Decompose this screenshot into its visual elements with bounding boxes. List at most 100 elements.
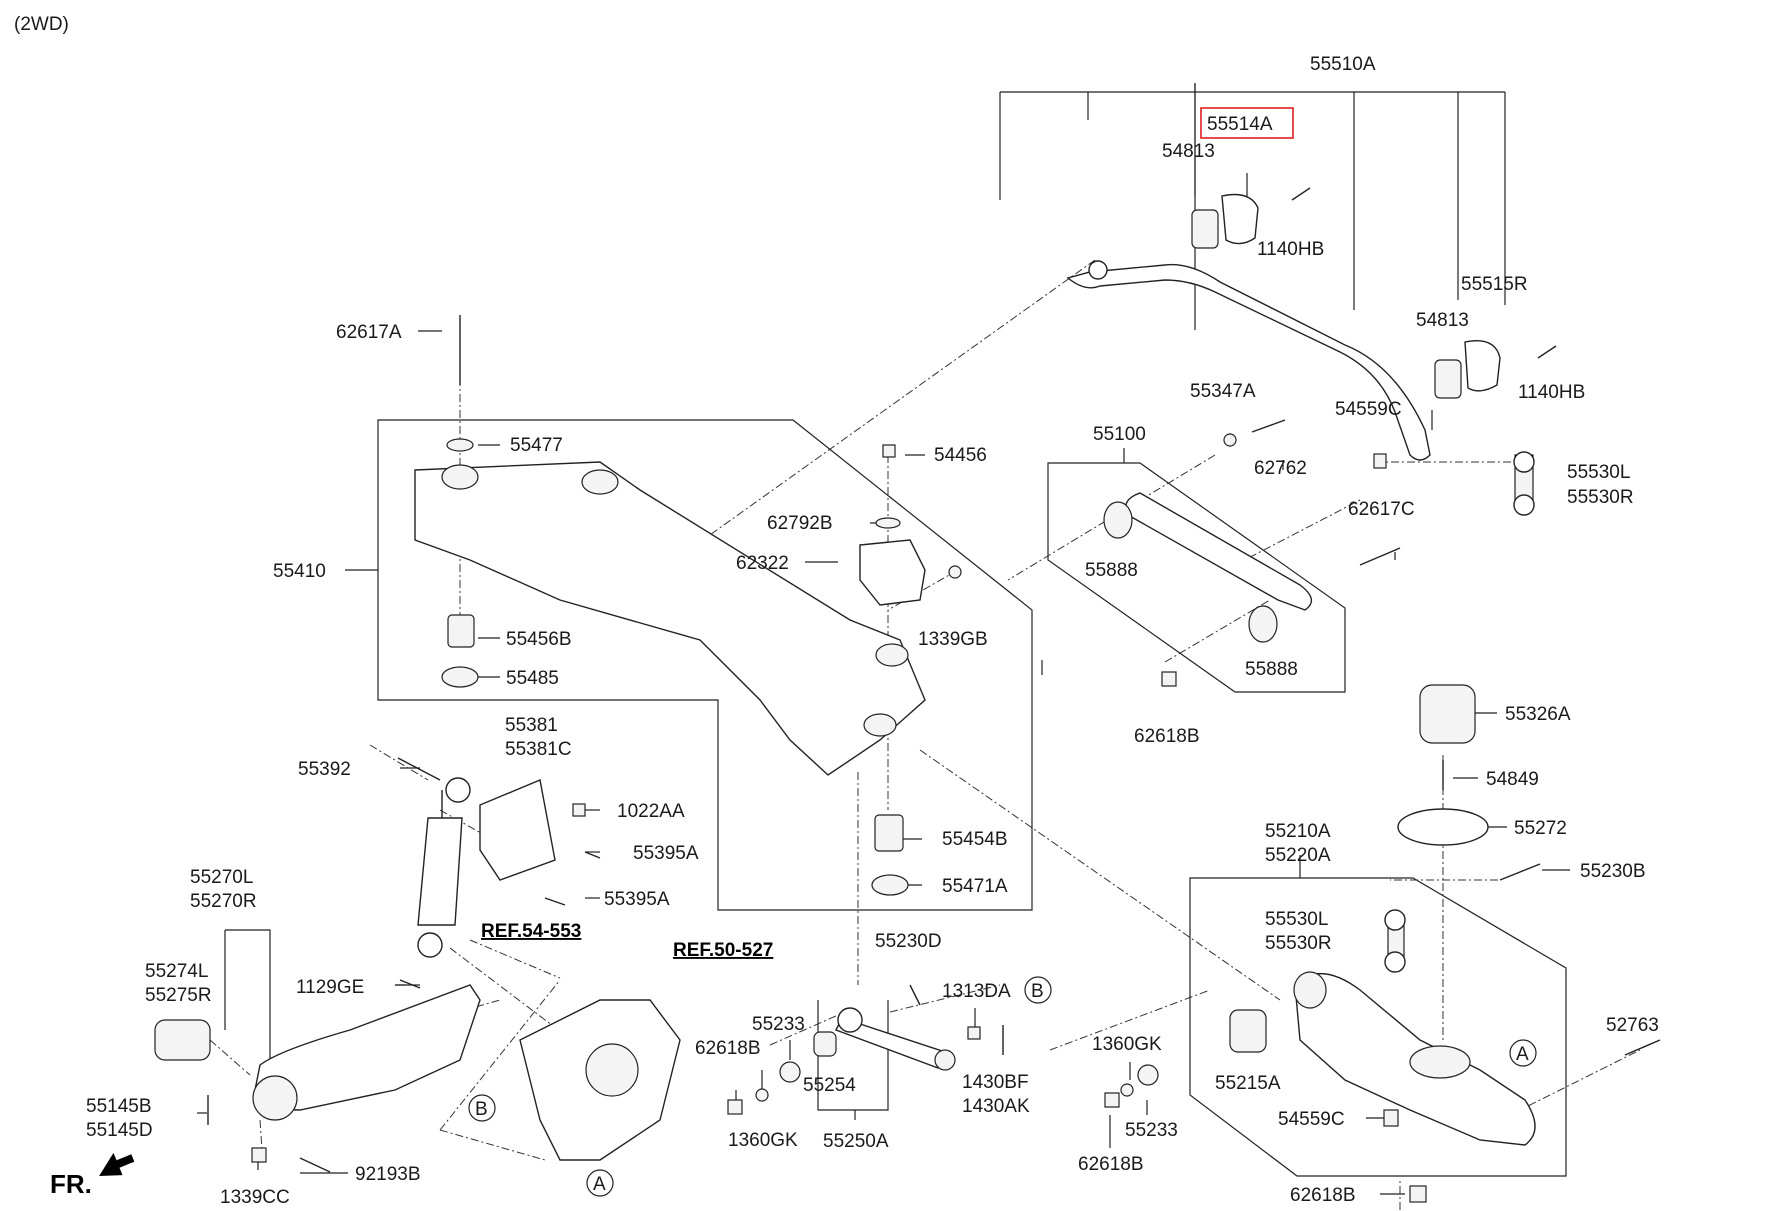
label-55220A: 55220A [1265, 845, 1331, 866]
label-55888-b: 55888 [1245, 659, 1298, 680]
nut-62618B-d [1409, 1185, 1427, 1203]
bushing-54813-b [1434, 359, 1462, 399]
bolt-55395A-b [544, 897, 566, 906]
label-55530L-a: 55530L [1567, 462, 1630, 483]
label-62618B-d: 62618B [1290, 1185, 1356, 1206]
label-54559C-b: 54559C [1278, 1109, 1345, 1130]
bushing-55456B [447, 614, 475, 648]
link-joint-a1 [1513, 451, 1535, 473]
label-55210A: 55210A [1265, 821, 1331, 842]
label-55326A: 55326A [1505, 704, 1571, 725]
bolt-1129GE [399, 979, 421, 989]
bracket-55381 [479, 779, 556, 881]
label-55530L-b: 55530L [1265, 909, 1328, 930]
label-55270R: 55270R [190, 891, 257, 912]
label-55233-a: 55233 [752, 1014, 805, 1035]
nut-1360GK-b [1120, 1083, 1134, 1097]
link-joint-a2 [1513, 494, 1535, 516]
nut-54559C-a [1373, 453, 1387, 469]
label-55888-a: 55888 [1085, 560, 1138, 581]
label-55456B: 55456B [506, 629, 572, 650]
part-labels: (2WD) 55510A 55514A 54813 1140HB 55515R … [14, 14, 1659, 1208]
nut-62618B-b [727, 1099, 743, 1115]
nut-1313DA [967, 1026, 981, 1040]
nut-1339GB [948, 565, 962, 579]
ref-circle-b-left [468, 1094, 496, 1122]
mount-top-left [441, 464, 479, 490]
nut-1339CC [251, 1147, 267, 1163]
washer-55347A [1223, 433, 1237, 447]
label-62792B: 62792B [767, 513, 833, 534]
label-62617C: 62617C [1348, 499, 1415, 520]
label-55381: 55381 [505, 715, 558, 736]
label-55510A: 55510A [1310, 54, 1376, 75]
nut-62618B-a [1161, 671, 1177, 687]
shock-upper-eye [445, 777, 471, 803]
label-1360GK-b: 1360GK [1092, 1034, 1162, 1055]
shock-absorber [417, 817, 463, 926]
ref-circle-b-top [1024, 976, 1052, 1004]
bushing-55274L [154, 1019, 211, 1061]
label-55530R-b: 55530R [1265, 933, 1332, 954]
assembly-lines [209, 259, 1641, 1210]
front-label: FR. [50, 1169, 92, 1199]
label-55145B: 55145B [86, 1096, 152, 1117]
label-55254: 55254 [803, 1075, 856, 1096]
link-joint-b1 [1384, 909, 1406, 931]
label-55145D: 55145D [86, 1120, 153, 1141]
bolt-55395A-a [584, 851, 601, 859]
label-55230D: 55230D [875, 931, 942, 952]
bolt-62617C [1359, 547, 1401, 566]
bushing-55454B [874, 814, 904, 852]
label-55275R: 55275R [145, 985, 212, 1006]
label-92193B: 92193B [355, 1164, 421, 1185]
washer-55477 [446, 438, 474, 452]
label-55347A: 55347A [1190, 381, 1256, 402]
label-55410: 55410 [273, 561, 326, 582]
label-54813-b: 54813 [1416, 310, 1469, 331]
lower-arm-55100 [1125, 492, 1313, 611]
nut-1022AA [572, 803, 586, 817]
label-55274L: 55274L [145, 961, 208, 982]
stabilizer-bar-end [1088, 260, 1108, 280]
label-62322: 62322 [736, 553, 789, 574]
ref-circle-a-bottom [586, 1169, 614, 1197]
label-55515R: 55515R [1461, 274, 1528, 295]
front-arrow-icon [99, 1152, 135, 1176]
label-55392: 55392 [298, 759, 351, 780]
label-55395A-a: 55395A [633, 843, 699, 864]
label-55272: 55272 [1514, 818, 1567, 839]
ref-54-553: REF.54-553 [481, 921, 581, 942]
front-indicator: FR. [50, 1152, 135, 1199]
label-54456: 54456 [934, 445, 987, 466]
arm-pivot-eye [252, 1075, 298, 1121]
bracket-55515R [1464, 340, 1501, 392]
shock-lower-eye [417, 932, 443, 958]
label-55485: 55485 [506, 668, 559, 689]
bumper-55326A [1419, 684, 1476, 744]
bolt-55392 [397, 757, 441, 781]
ref-circle-a-right [1509, 1039, 1537, 1067]
label-55250A: 55250A [823, 1131, 889, 1152]
bushing-55888-b [1248, 605, 1278, 643]
label-55100: 55100 [1093, 424, 1146, 445]
mount-top-right [581, 469, 619, 495]
highlight-box [1200, 107, 1294, 139]
label-62618B-c: 62618B [1078, 1154, 1144, 1175]
label-55477: 55477 [510, 435, 563, 456]
label-1140HB-a: 1140HB [1257, 239, 1324, 260]
plate-55485 [441, 666, 479, 688]
arm-spring-pocket [1409, 1045, 1471, 1079]
link-joint-b2 [1384, 951, 1406, 973]
label-54813-a: 54813 [1162, 141, 1215, 162]
label-1313DA: 1313DA [942, 981, 1011, 1002]
label-55530R-a: 55530R [1567, 487, 1634, 508]
bolt-55230B [1499, 863, 1541, 881]
label-55233-b: 55233 [1125, 1120, 1178, 1141]
label-52763: 52763 [1606, 1015, 1659, 1036]
label-55395A-b: 55395A [604, 889, 670, 910]
circle-refs: B B A A [468, 976, 1537, 1197]
label-55215A: 55215A [1215, 1073, 1281, 1094]
washer-55233-a [779, 1061, 801, 1083]
